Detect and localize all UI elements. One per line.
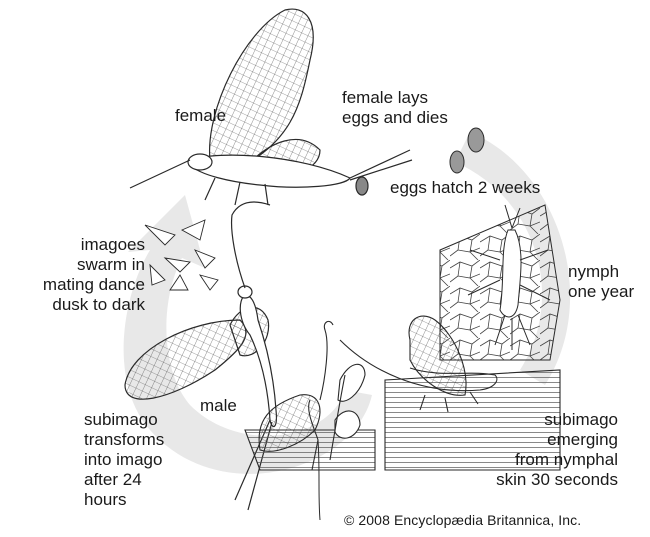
- label-imagoes: imagoes swarm in mating dance dusk to da…: [8, 235, 145, 315]
- label-subimago-emerging: subimago emerging from nymphal skin 30 s…: [470, 410, 618, 490]
- label-male: male: [200, 396, 237, 416]
- label-female: female: [175, 106, 226, 126]
- nymph-illustration: [440, 205, 560, 360]
- label-subimago-transforms: subimago transforms into imago after 24 …: [84, 410, 164, 510]
- copyright-notice: © 2008 Encyclopædia Britannica, Inc.: [344, 512, 581, 528]
- label-eggs-hatch: eggs hatch 2 weeks: [390, 178, 540, 198]
- label-female-lays: female lays eggs and dies: [342, 88, 448, 128]
- label-nymph: nymph one year: [568, 262, 634, 302]
